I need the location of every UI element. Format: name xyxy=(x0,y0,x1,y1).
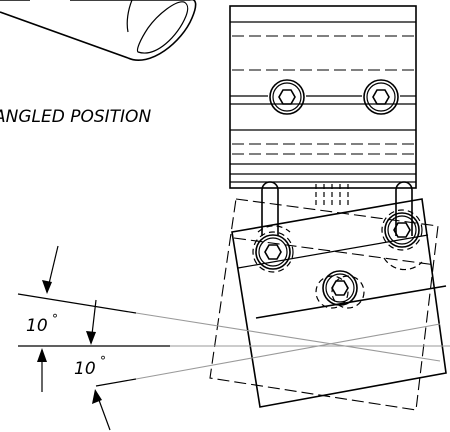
adjustment-slot-left xyxy=(261,181,279,236)
angle-unit-lower: ° xyxy=(100,354,106,368)
lower-plate-rotated-cw xyxy=(209,198,439,411)
hex-bolt-lower-left xyxy=(252,225,294,273)
upper-bracket xyxy=(229,5,417,206)
hex-bolt-lower-right xyxy=(381,209,423,271)
adjustment-slot-right xyxy=(395,181,413,236)
angle-value-lower: 10 xyxy=(74,359,96,379)
angle-dimension-label-upper: 10 ° xyxy=(26,312,58,336)
lower-plate-rotated-ccw xyxy=(231,198,447,408)
angle-unit-upper: ° xyxy=(52,312,58,326)
angle-dimension xyxy=(17,245,450,431)
angled-position-caption: ANGLED POSITION xyxy=(0,107,151,127)
angle-dimension-label-lower: 10 ° xyxy=(74,354,106,379)
tube-part xyxy=(0,0,197,61)
hex-bolt-center xyxy=(315,270,365,309)
hex-bolt-upper-left xyxy=(269,79,305,115)
hex-bolt-upper-right xyxy=(363,79,399,115)
angle-value-upper: 10 xyxy=(26,316,48,336)
